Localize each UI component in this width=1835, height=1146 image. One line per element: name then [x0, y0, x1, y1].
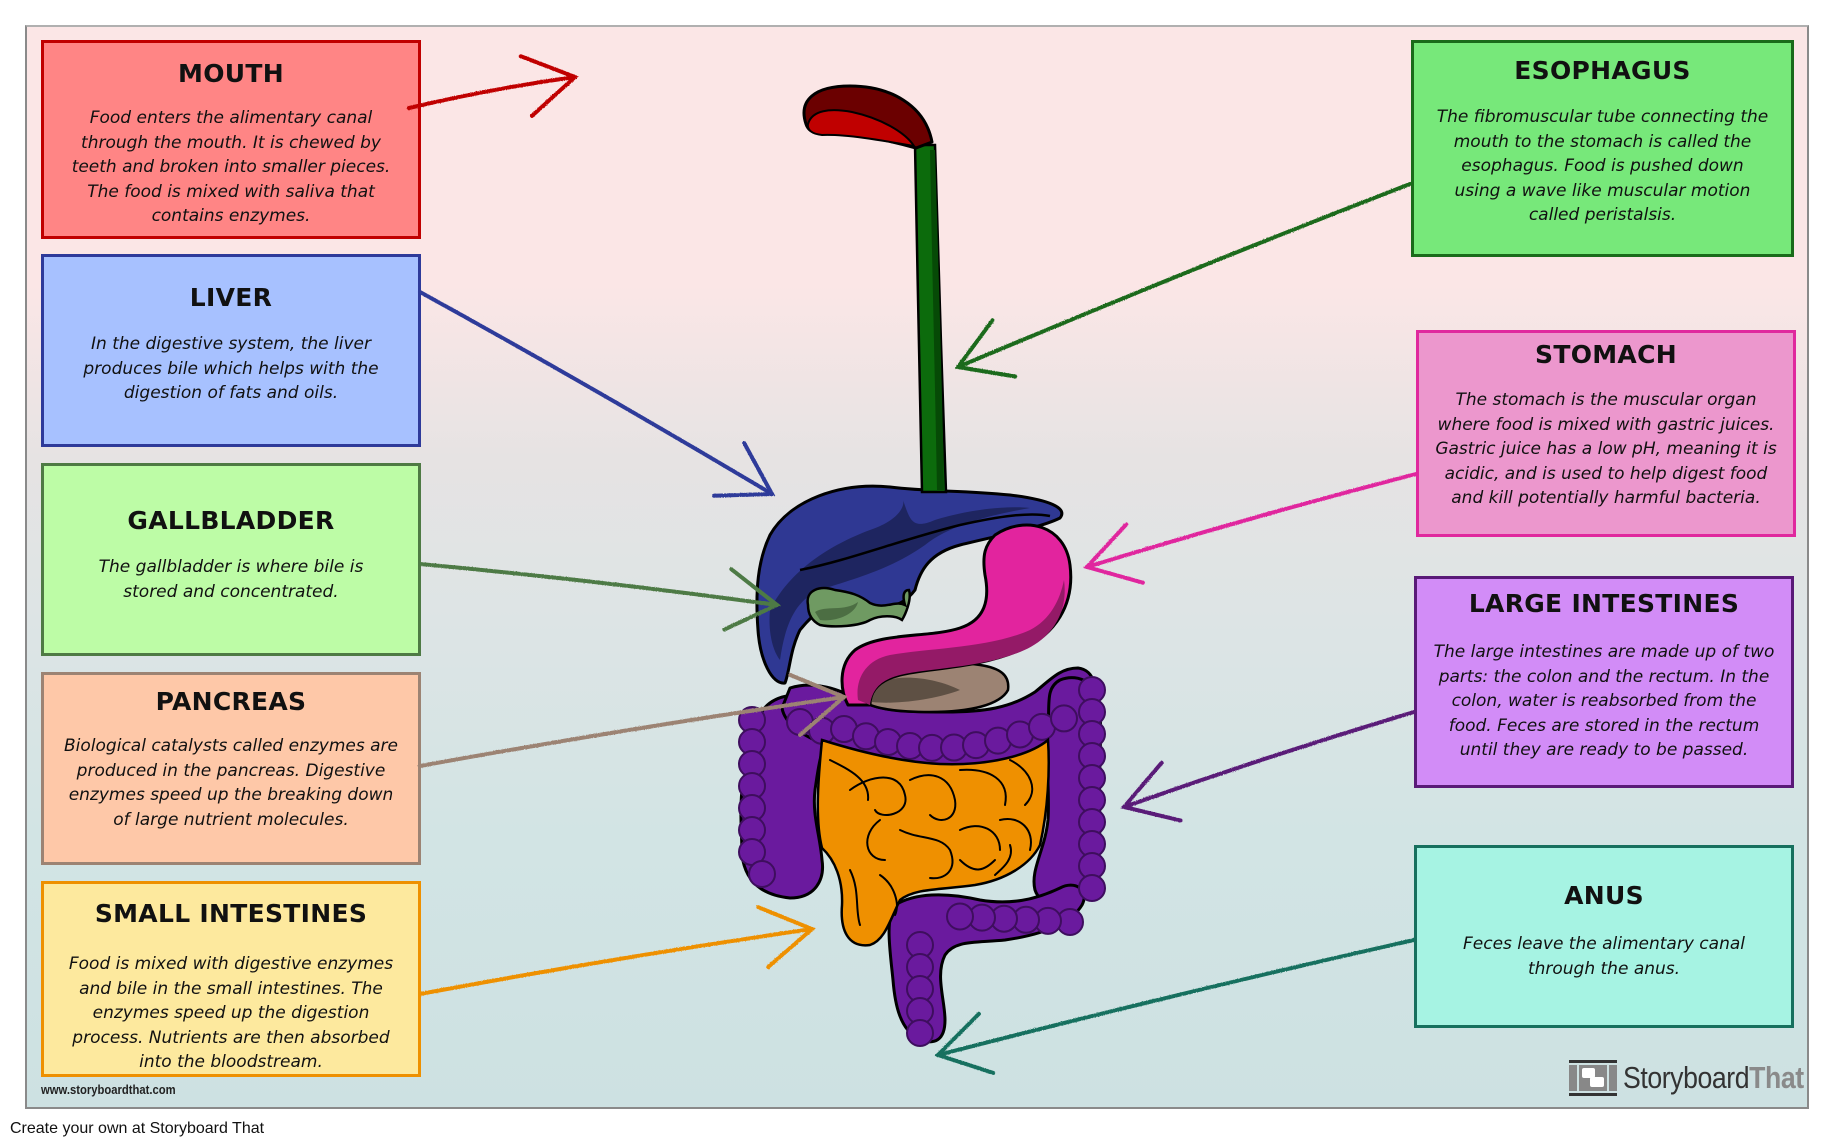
label-box-stomach: STOMACH The stomach is the muscular orga…	[1416, 330, 1796, 537]
label-title: MOUTH	[178, 59, 284, 88]
label-box-pancreas: PANCREAS Biological catalysts called enz…	[41, 672, 421, 865]
label-box-gallbladder: GALLBLADDER The gallbladder is where bil…	[41, 463, 421, 656]
label-text: In the digestive system, the liver produ…	[83, 334, 379, 403]
label-text: Food is mixed with digestive enzymes and…	[68, 954, 394, 1072]
label-text: Biological catalysts called enzymes are …	[64, 736, 398, 830]
label-text: The stomach is the muscular organ where …	[1435, 390, 1777, 508]
create-your-own-link[interactable]: Create your own at Storyboard That	[10, 1120, 265, 1137]
label-text: The large intestines are made up of two …	[1433, 642, 1775, 760]
label-text: Food enters the alimentary canal through…	[71, 108, 391, 226]
label-box-liver: LIVER In the digestive system, the liver…	[41, 254, 421, 447]
label-title: GALLBLADDER	[127, 506, 335, 535]
storyboardthat-logo[interactable]: StoryboardThat	[1569, 1058, 1833, 1098]
label-title: ANUS	[1564, 881, 1644, 910]
label-title: STOMACH	[1535, 340, 1677, 369]
logo-wordmark: StoryboardThat	[1623, 1060, 1804, 1096]
label-title: LARGE INTESTINES	[1468, 589, 1740, 618]
label-title: PANCREAS	[155, 687, 307, 716]
label-title: ESOPHAGUS	[1514, 56, 1691, 85]
label-box-anus: ANUS Feces leave the alimentary canal th…	[1414, 845, 1794, 1028]
storyboard-logo-icon	[1569, 1060, 1617, 1096]
label-title: LIVER	[189, 283, 273, 312]
label-text: The fibromuscular tube connecting the mo…	[1436, 107, 1769, 225]
label-box-esophagus: ESOPHAGUS The fibromuscular tube connect…	[1411, 40, 1794, 257]
watermark-url: www.storyboardthat.com	[41, 1083, 176, 1097]
label-title: SMALL INTESTINES	[94, 899, 368, 928]
label-box-small-intestines: SMALL INTESTINES Food is mixed with dige…	[41, 881, 421, 1077]
label-text: Feces leave the alimentary canal through…	[1462, 934, 1745, 979]
label-box-large-intestines: LARGE INTESTINES The large intestines ar…	[1414, 576, 1794, 788]
logo-text-that: That	[1749, 1060, 1804, 1095]
logo-text-storyboard: Storyboard	[1623, 1060, 1750, 1095]
label-text: The gallbladder is where bile is stored …	[98, 557, 364, 602]
label-box-mouth: MOUTH Food enters the alimentary canal t…	[41, 40, 421, 239]
